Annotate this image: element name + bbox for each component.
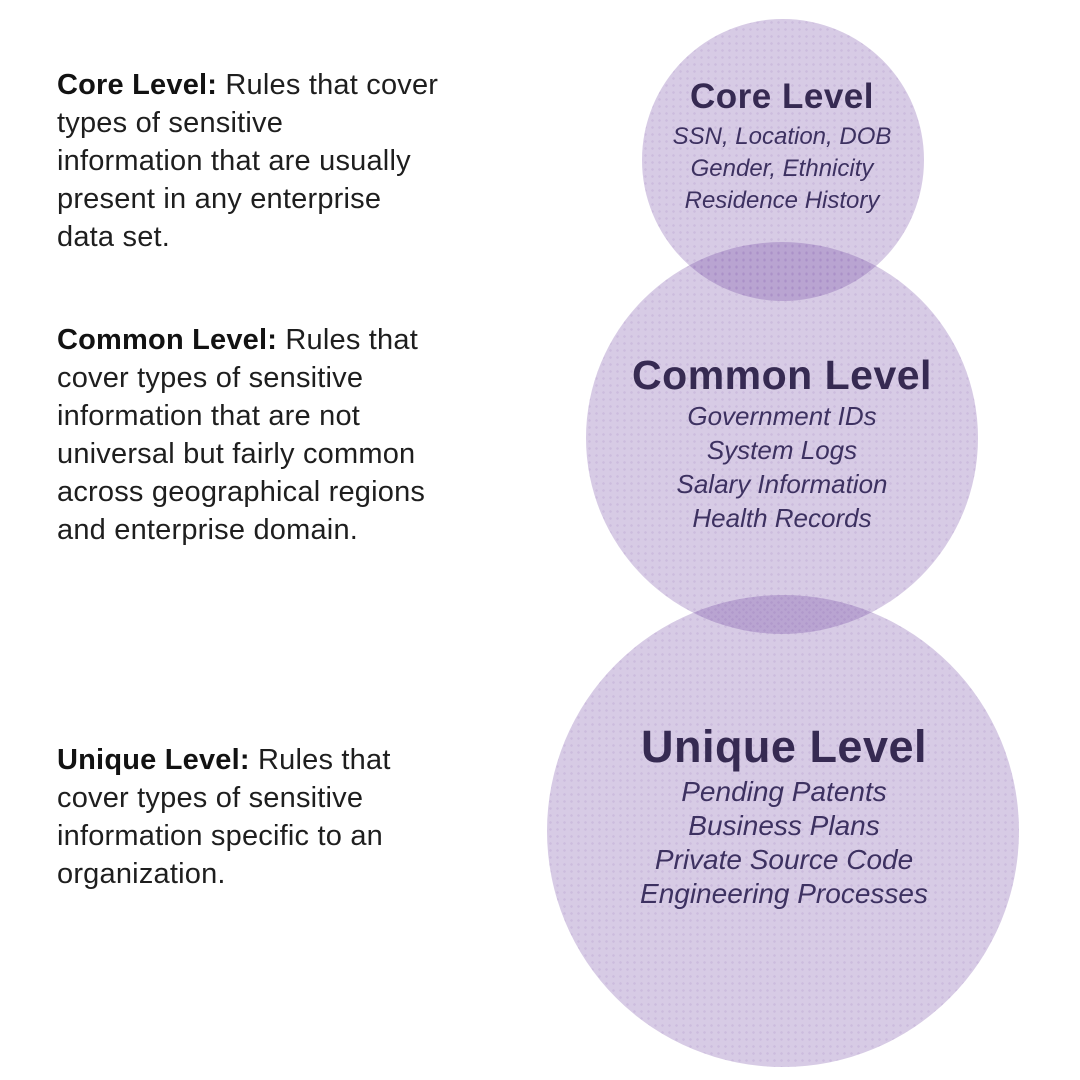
common-level-circle-items: Government IDs System Logs Salary Inform… [582, 399, 982, 535]
circle-item: Private Source Code [654, 844, 914, 875]
unique-level-circle [547, 595, 1019, 1067]
circle-item: SSN, Location, DOB [672, 123, 892, 150]
circle-item: Residence History [684, 187, 880, 214]
unique-level-description-text: Rules that cover types of sensitive info… [57, 744, 391, 890]
circle-item: Engineering Processes [640, 878, 928, 909]
circle-item: Business Plans [688, 810, 880, 841]
unique-level-circle-items: Pending Patents Business Plans Private S… [554, 775, 1014, 911]
core-level-circle-title: Core Level [690, 77, 874, 116]
common-level-description: Common Level: Rules that cover types of … [57, 321, 535, 549]
core-level-circle-label: Core Level SSN, Location, DOB Gender, Et… [622, 76, 942, 217]
unique-level-circle-title: Unique Level [640, 721, 928, 772]
circle-item: Salary Information [676, 469, 888, 499]
core-level-description: Core Level: Rules that cover types of se… [57, 66, 535, 256]
circle-item: System Logs [706, 435, 858, 465]
common-level-circle-title: Common Level [632, 352, 932, 398]
common-level-description-label: Common Level: [57, 324, 278, 356]
unique-level-circle-label: Unique Level Pending Patents Business Pl… [554, 721, 1014, 911]
core-level-circle-items: SSN, Location, DOB Gender, Ethnicity Res… [622, 121, 942, 217]
common-level-circle [586, 242, 978, 634]
core-level-description-label: Core Level: [57, 69, 218, 101]
circle-item: Health Records [692, 503, 872, 533]
common-level-circle-label: Common Level Government IDs System Logs … [582, 351, 982, 535]
circle-item: Gender, Ethnicity [690, 155, 874, 182]
circle-item: Pending Patents [681, 776, 887, 807]
core-level-description-text: Rules that cover types of sensitive info… [57, 69, 439, 253]
unique-level-description: Unique Level: Rules that cover types of … [57, 741, 535, 893]
core-level-circle [642, 19, 924, 301]
common-level-description-text: Rules that cover types of sensitive info… [57, 324, 426, 546]
unique-level-description-label: Unique Level: [57, 744, 250, 776]
circle-item: Government IDs [687, 401, 877, 431]
